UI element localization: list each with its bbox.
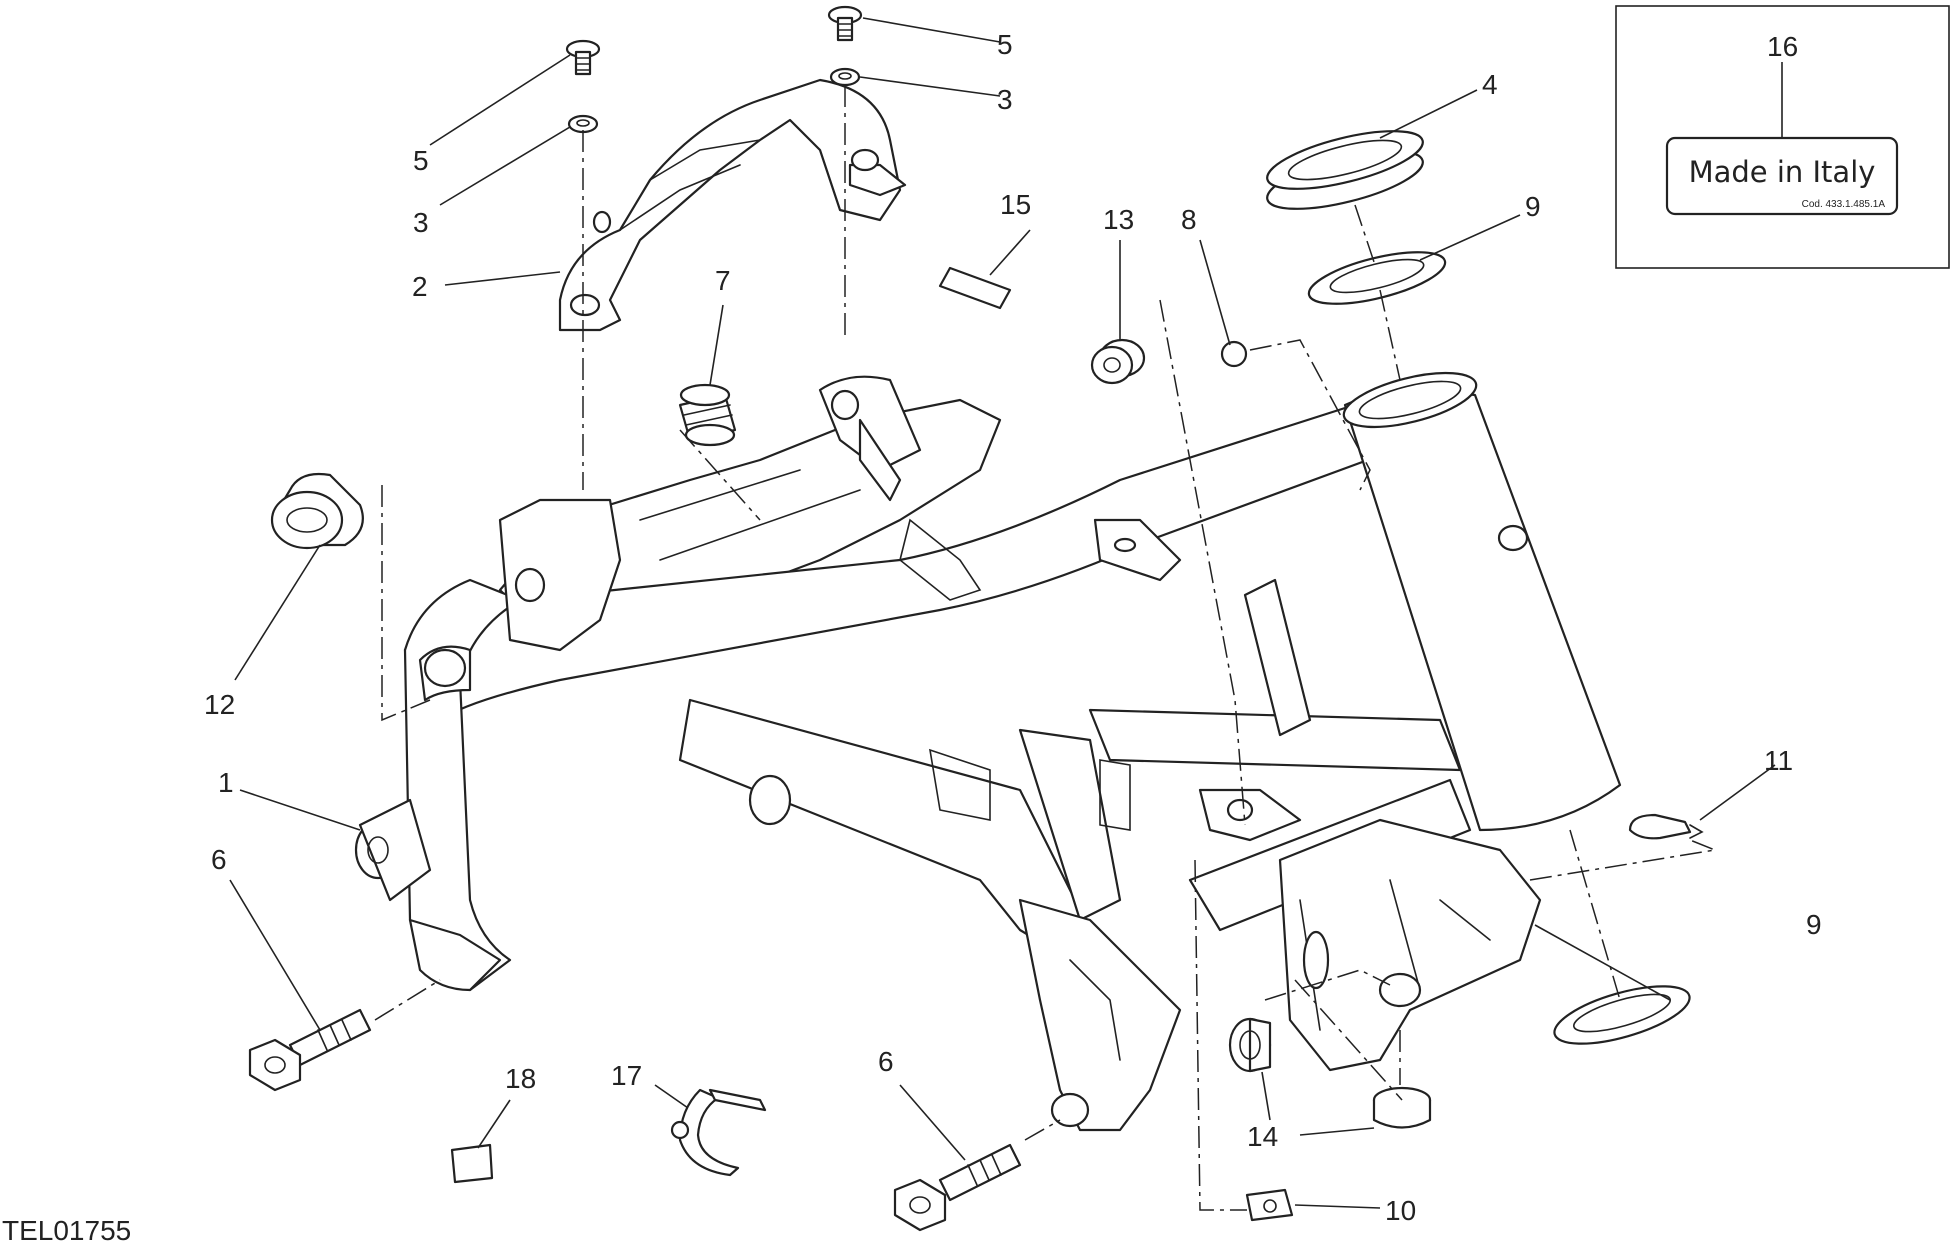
screw-5-right [827,5,863,42]
assembly-lines [374,85,1718,1211]
callout-9-bottom: 9 [1806,909,1822,940]
washer-3-right [829,67,861,87]
callout-numbers: 1 2 3 3 4 5 5 6 6 7 8 9 9 10 11 12 13 14… [204,29,1822,1226]
clip-17 [670,1088,767,1177]
clamp-11 [1628,813,1704,840]
label-plate [1665,136,1899,216]
bearing-4 [1266,130,1424,210]
ring-9-top [1307,251,1447,305]
callout-16: 16 [1767,31,1798,62]
callout-6-right: 6 [878,1046,894,1077]
callout-6-left: 6 [211,844,227,875]
screw-5-left [565,39,601,76]
callout-1: 1 [218,767,234,798]
callout-5-left: 5 [413,145,429,176]
bushing-7 [678,383,737,447]
callout-7: 7 [715,265,731,296]
callout-3-left: 3 [413,207,429,238]
callout-15: 15 [1000,189,1031,220]
grommet-12 [270,472,364,550]
label-code-text: Cod. 433.1.485.1A [1802,199,1886,210]
drawing-code: TEL01755 [2,1215,131,1246]
bolt-6-left [248,1008,372,1092]
callout-9-top: 9 [1525,191,1541,222]
callout-2: 2 [412,271,428,302]
nut-10 [1245,1188,1294,1222]
leader-lines [229,17,1783,1209]
upper-bracket [558,78,907,332]
main-frame [354,371,1622,1132]
bushing-14-right [1372,972,1432,1129]
bolt-6-right [893,1143,1022,1232]
callout-3-right: 3 [997,84,1013,115]
callout-11: 11 [1764,745,1793,776]
bushing-13 [1090,338,1146,385]
callout-18: 18 [505,1063,536,1094]
callout-5-right: 5 [997,29,1013,60]
label-main-text: Made in Italy [1689,155,1876,189]
strip-15 [938,266,1012,310]
ring-8 [1220,340,1248,368]
callout-13: 13 [1103,204,1134,235]
tag-18 [450,1143,494,1184]
callout-10: 10 [1385,1195,1416,1226]
bushing-14-left [1228,1017,1272,1073]
callout-14: 14 [1247,1121,1278,1152]
callout-12: 12 [204,689,235,720]
callout-4: 4 [1482,69,1498,100]
inset-frame [1615,5,1950,269]
callout-8: 8 [1181,204,1197,235]
callout-17: 17 [611,1060,642,1091]
label-inset: Made in Italy Cod. 433.1.485.1A [1615,5,1950,269]
washer-3-left [567,114,599,134]
ring-9-bottom [1553,985,1691,1045]
